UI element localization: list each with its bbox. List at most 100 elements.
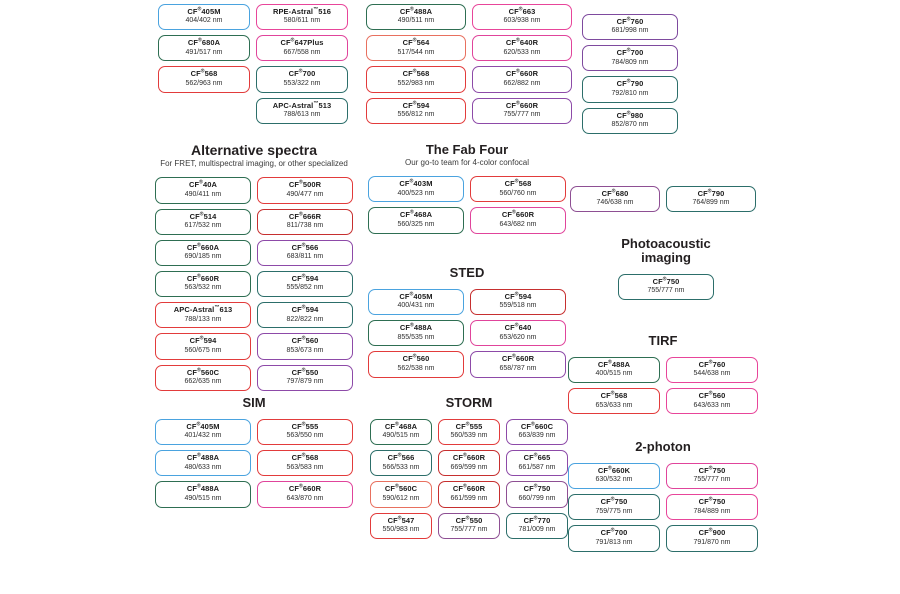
dye-spectra-values: 681/998 nm [611, 27, 649, 35]
dye-number: 613 [219, 305, 233, 315]
dye-number: 488A [611, 360, 631, 370]
dye-brand: CF [523, 515, 534, 525]
dye-name: CF®666R [262, 212, 348, 221]
dye-brand: CF [698, 360, 709, 370]
dye-name: CF®700 [587, 48, 673, 57]
dye-brand: CF [597, 360, 609, 370]
dye-spectra-values: 759/775 nm [595, 507, 633, 515]
dye-name: CF®680 [575, 189, 655, 198]
trademark-icon: ® [197, 242, 201, 249]
dye-spectra-values: 620/533 nm [503, 48, 541, 56]
dye-name: CF®514 [160, 212, 246, 221]
dye-spectra-values: 490/515 nm [184, 494, 222, 502]
dye-name: CF®680A [163, 38, 245, 47]
dye-name: CF®550 [443, 516, 495, 525]
dye-number: 568 [305, 453, 319, 463]
dye-brand: CF [186, 273, 198, 283]
dye-name: CF®547 [375, 516, 427, 525]
dye-number: 750 [537, 484, 551, 494]
dye-spectra-values: 552/983 nm [397, 79, 435, 87]
